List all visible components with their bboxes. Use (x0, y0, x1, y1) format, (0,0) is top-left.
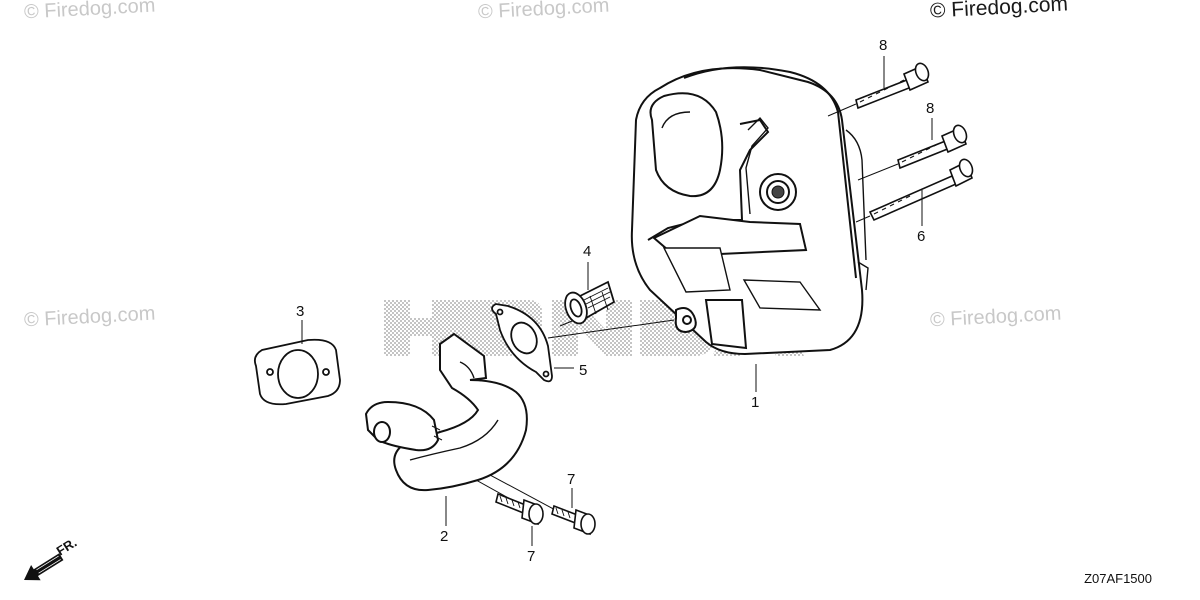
callout-5: 5 (579, 362, 587, 379)
exhaust-pipe (364, 332, 528, 492)
callout-2: 2 (440, 528, 448, 545)
callout-4: 4 (583, 243, 591, 260)
callout-3: 3 (296, 303, 304, 320)
callout-7-lower: 7 (527, 548, 535, 565)
muffler-part (630, 66, 869, 356)
bolt-8-lower (897, 124, 968, 170)
callout-7-upper: 7 (567, 471, 575, 488)
bolt-7-right (551, 504, 596, 536)
spark-arrester-screen (564, 280, 616, 325)
bolt-7-left (495, 492, 544, 526)
gasket-5 (491, 303, 553, 383)
bolt-8-upper (855, 62, 930, 110)
gasket-3 (253, 338, 341, 406)
callout-leaders (301, 56, 933, 546)
callout-1: 1 (751, 394, 759, 411)
callout-8-upper: 8 (879, 37, 887, 54)
callout-6: 6 (917, 228, 925, 245)
callout-8-lower: 8 (926, 100, 934, 117)
front-direction-arrow-icon (24, 553, 64, 581)
bolt-6 (868, 158, 974, 222)
diagram-code: Z07AF1500 (1084, 571, 1152, 586)
